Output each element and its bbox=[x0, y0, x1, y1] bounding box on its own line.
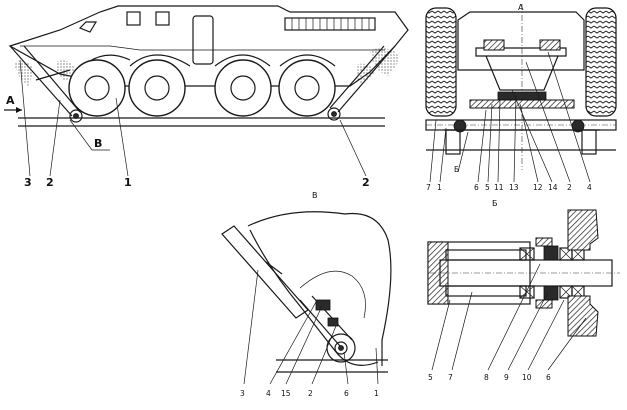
engine-grille bbox=[284, 17, 376, 31]
detail-b-callout-7: 7 bbox=[448, 373, 453, 382]
front-callout-7: 7 bbox=[426, 183, 431, 192]
detail-b: Б bbox=[427, 199, 620, 382]
front-view-label: А bbox=[518, 3, 524, 12]
front-support-arm bbox=[9, 45, 83, 123]
detail-b-callout-5: 5 bbox=[428, 373, 433, 382]
section-arrow-a: А bbox=[4, 94, 22, 113]
detail-b-callout-6: 6 bbox=[546, 373, 551, 382]
detail-v-callout-15: 15 bbox=[281, 389, 291, 398]
detail-v-callout-4: 4 bbox=[266, 389, 271, 398]
left-tire bbox=[425, 7, 457, 117]
detail-v: В 3 4 15 2 6 1 bbox=[221, 191, 392, 398]
callout-3: 3 bbox=[24, 176, 32, 189]
front-callout-12: 12 bbox=[533, 183, 543, 192]
detail-b-title: Б bbox=[492, 199, 498, 208]
front-callout-6: 6 bbox=[474, 183, 479, 192]
front-callout-13: 13 bbox=[509, 183, 519, 192]
vehicle-side-view: А В 3 2 1 2 bbox=[4, 5, 409, 189]
detail-v-callout-1: 1 bbox=[374, 389, 379, 398]
detail-v-leaders bbox=[243, 269, 379, 385]
front-callout-2: 2 bbox=[567, 183, 572, 192]
section-callout-v: В bbox=[69, 119, 110, 151]
detail-v-callout-2: 2 bbox=[308, 389, 313, 398]
front-view-a: А bbox=[425, 3, 617, 192]
detail-v-title: В bbox=[312, 191, 318, 200]
front-callout-4: 4 bbox=[587, 183, 592, 192]
rear-support-arm bbox=[327, 45, 400, 121]
svg-text:А: А bbox=[6, 94, 15, 107]
callout-2b: 2 bbox=[362, 176, 370, 189]
svg-text:В: В bbox=[94, 137, 102, 150]
front-callout-11: 11 bbox=[494, 183, 504, 192]
right-tire bbox=[585, 7, 617, 117]
road-wheel bbox=[214, 59, 272, 117]
front-callout-14: 14 bbox=[548, 183, 558, 192]
callout-1: 1 bbox=[124, 176, 132, 189]
detail-b-callout-10: 10 bbox=[522, 373, 532, 382]
detail-v-callout-3: 3 bbox=[240, 389, 245, 398]
leader-lines bbox=[19, 59, 367, 177]
detail-b-callout-8: 8 bbox=[484, 373, 489, 382]
front-callout-5: 5 bbox=[485, 183, 490, 192]
front-callout-b: Б bbox=[454, 165, 459, 174]
front-callout-1: 1 bbox=[437, 183, 442, 192]
detail-v-callout-6: 6 bbox=[344, 389, 349, 398]
callout-2: 2 bbox=[46, 176, 54, 189]
road-wheel bbox=[278, 59, 336, 117]
detail-b-leaders bbox=[431, 263, 587, 371]
detail-b-callout-9: 9 bbox=[504, 373, 509, 382]
road-wheel bbox=[68, 59, 126, 117]
road-wheel bbox=[128, 59, 186, 117]
front-leader-lines bbox=[429, 51, 591, 183]
